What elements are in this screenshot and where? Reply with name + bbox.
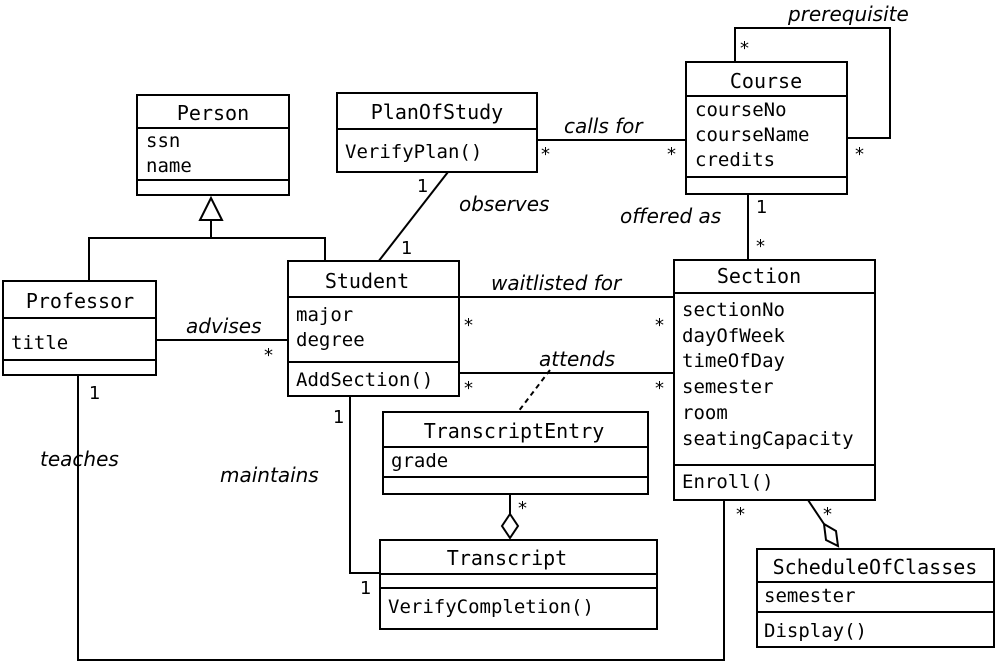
teaches-edge [77, 375, 725, 661]
prerequisite-edge [734, 27, 891, 139]
attribute: timeOfDay [682, 350, 785, 372]
class-transcript: Transcript VerifyCompletion() [379, 539, 658, 630]
attribute: semester [764, 585, 856, 607]
generalization-edge [88, 237, 326, 281]
attribute: degree [296, 329, 365, 351]
multiplicity: * [464, 378, 473, 399]
multiplicity: * [823, 504, 832, 525]
class-name: Student [325, 269, 409, 293]
association-label-offered-as: offered as [620, 204, 721, 228]
attribute: semester [682, 376, 774, 398]
schedule-aggregation-diamond [822, 522, 840, 548]
entry-aggregation-diamond [500, 512, 520, 540]
attribute: ssn [146, 130, 180, 152]
operation: Display() [764, 620, 867, 642]
generalization-arrowhead [198, 195, 224, 221]
multiplicity: * [756, 236, 765, 257]
operation: AddSection() [296, 369, 433, 391]
multiplicity: 1 [360, 578, 371, 599]
multiplicity: 1 [417, 176, 428, 197]
class-name: Person [177, 101, 249, 125]
association-label-prerequisite: prerequisite [787, 2, 909, 26]
operation: Enroll() [682, 471, 774, 493]
attribute: seatingCapacity [682, 428, 854, 450]
class-section: Section sectionNo dayOfWeek timeOfDay se… [673, 259, 876, 501]
attribute: name [146, 155, 192, 177]
class-name: Course [730, 69, 802, 93]
class-name: Section [717, 264, 801, 288]
multiplicity: * [518, 498, 527, 519]
class-person: Person ssn name [136, 94, 290, 196]
association-class-link [517, 369, 551, 413]
multiplicity: * [736, 504, 745, 525]
multiplicity: 1 [756, 197, 767, 218]
multiplicity: 1 [333, 407, 344, 428]
attribute: dayOfWeek [682, 325, 786, 347]
multiplicity: * [855, 144, 864, 165]
class-name: Professor [26, 289, 134, 313]
attribute: courseNo [695, 99, 787, 121]
class-student: Student major degree AddSection() [287, 260, 460, 397]
class-schedule-of-classes: ScheduleOfClasses semester Display() [756, 548, 995, 648]
multiplicity: * [667, 144, 676, 165]
multiplicity: * [541, 144, 550, 165]
association-label-observes: observes [459, 192, 549, 216]
multiplicity: * [264, 345, 273, 366]
multiplicity: * [740, 38, 749, 59]
schedule-aggregation-edge [807, 499, 825, 525]
class-name: TranscriptEntry [424, 419, 605, 443]
attribute: room [682, 402, 728, 424]
class-professor: Professor title [2, 280, 157, 376]
multiplicity: 1 [89, 383, 100, 404]
class-name: ScheduleOfClasses [773, 555, 978, 579]
multiplicity: * [464, 315, 473, 336]
association-label-attends: attends [539, 347, 615, 371]
association-label-calls-for: calls for [564, 114, 644, 138]
association-label-maintains: maintains [220, 463, 319, 487]
maintains-edge [349, 396, 380, 574]
class-course: Course courseNo courseName credits [685, 61, 848, 195]
attribute: major [296, 304, 353, 326]
class-name: PlanOfStudy [371, 100, 503, 124]
multiplicity: 1 [401, 238, 412, 259]
association-label-waitlisted-for: waitlisted for [491, 271, 623, 295]
association-label-advises: advises [186, 314, 262, 338]
attribute: sectionNo [682, 299, 785, 321]
observes-edge [377, 171, 449, 263]
class-transcript-entry: TranscriptEntry grade [382, 411, 649, 495]
multiplicity: * [655, 378, 664, 399]
attribute: grade [391, 450, 448, 472]
operation: VerifyPlan() [345, 141, 482, 163]
association-label-teaches: teaches [40, 447, 119, 471]
attribute: credits [695, 149, 775, 171]
multiplicity: * [655, 315, 664, 336]
attribute: courseName [695, 124, 809, 146]
class-plan-of-study: PlanOfStudy VerifyPlan() [336, 92, 538, 173]
class-name: Transcript [447, 546, 567, 570]
operation: VerifyCompletion() [388, 596, 594, 618]
attribute: title [11, 332, 68, 354]
